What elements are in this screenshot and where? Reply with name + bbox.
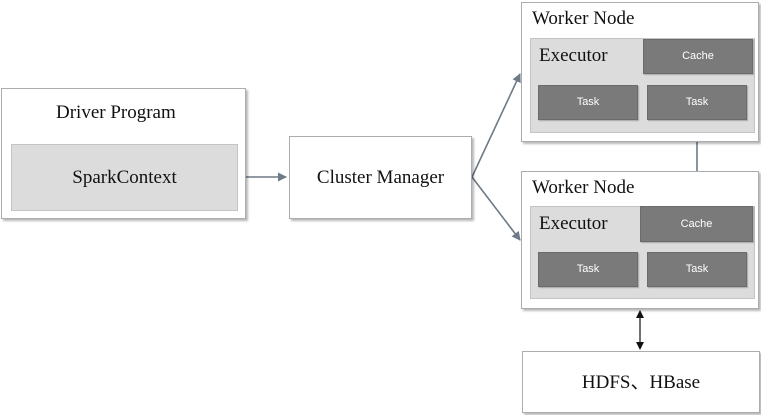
worker-node-box: Worker Node Executor Cache Task Task bbox=[521, 171, 759, 309]
task-block: Task bbox=[538, 85, 638, 120]
task-block: Task bbox=[647, 85, 747, 120]
spark-context-label: SparkContext bbox=[72, 167, 177, 188]
cluster-manager-label: Cluster Manager bbox=[316, 167, 445, 188]
spark-context-panel: SparkContext bbox=[11, 144, 238, 211]
storage-box: HDFS、HBase bbox=[522, 351, 760, 413]
worker-node-title: Worker Node bbox=[532, 177, 635, 198]
worker-node-box: Worker Node Executor Cache Task Task bbox=[521, 2, 759, 142]
driver-program-title: Driver Program bbox=[56, 102, 176, 123]
executor-label: Executor bbox=[539, 45, 608, 66]
task-block: Task bbox=[647, 252, 747, 287]
cache-block: Cache bbox=[643, 39, 753, 74]
cluster-to-worker2-connector bbox=[471, 176, 521, 241]
task-block: Task bbox=[538, 252, 638, 287]
cluster-manager-box: Cluster Manager bbox=[289, 136, 472, 219]
cache-block: Cache bbox=[640, 206, 753, 242]
cluster-to-worker1-connector bbox=[471, 73, 521, 178]
worker-node-title: Worker Node bbox=[532, 8, 635, 29]
storage-label: HDFS、HBase bbox=[581, 372, 701, 393]
driver-program-box: Driver Program SparkContext bbox=[1, 88, 246, 219]
executor-label: Executor bbox=[539, 213, 608, 234]
